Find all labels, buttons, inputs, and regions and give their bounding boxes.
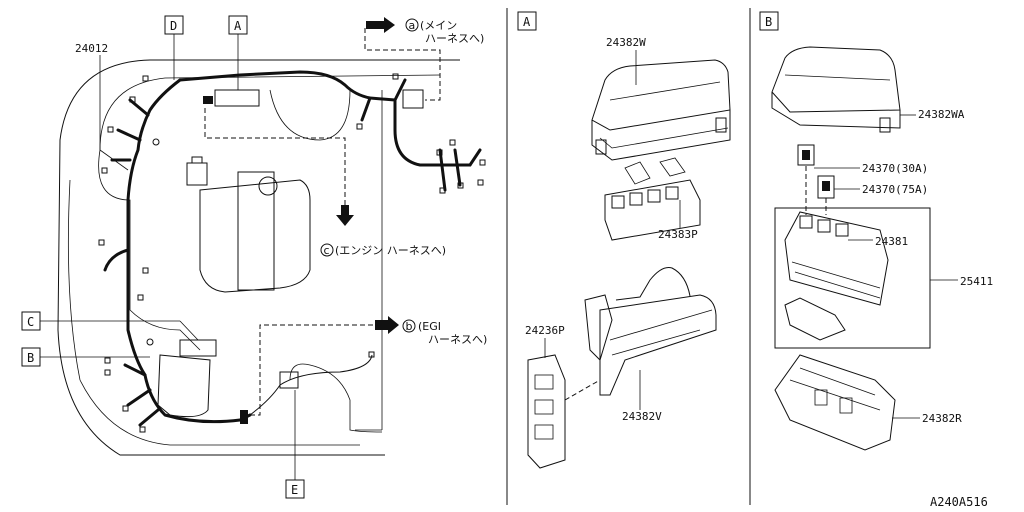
callout-d-label: D bbox=[170, 19, 177, 33]
dash-to-egi bbox=[250, 324, 375, 416]
section-b-label: B bbox=[765, 15, 772, 29]
arrow-engine bbox=[336, 205, 354, 226]
assembly-25411-box bbox=[774, 207, 931, 349]
battery bbox=[157, 354, 211, 418]
part-24383p: 24383P bbox=[658, 228, 698, 241]
connection-a-text-2: ハーネスへ) bbox=[425, 32, 484, 45]
bracket-24236p bbox=[527, 354, 566, 469]
connection-egi: b (EGI ハーネスへ) bbox=[402, 319, 487, 346]
arrow-main bbox=[366, 17, 395, 33]
section-b-box bbox=[759, 11, 779, 31]
connection-c-symbol-circle bbox=[320, 243, 334, 257]
part-24370-75a: 24370(75A) bbox=[862, 183, 928, 196]
connection-c-symbol: c bbox=[324, 244, 330, 257]
callout-a-label: A bbox=[234, 19, 242, 33]
bracket-dash bbox=[564, 379, 601, 401]
reference-code: A240A516 bbox=[930, 495, 988, 509]
fuse-cover-24382wa bbox=[771, 46, 901, 133]
grommet-e bbox=[279, 371, 299, 389]
engine-block bbox=[199, 179, 311, 293]
dash-to-engine bbox=[204, 108, 346, 205]
part-24382wa: 24382WA bbox=[918, 108, 965, 121]
body-outline bbox=[57, 59, 460, 456]
harness-thin-wire bbox=[249, 354, 373, 416]
arrow-egi bbox=[375, 316, 399, 334]
fuse-bracket-24382r bbox=[774, 354, 896, 451]
harness-branch-1 bbox=[103, 98, 150, 272]
harness-part-leader-2 bbox=[99, 149, 129, 171]
callout-e-label: E bbox=[291, 483, 298, 497]
relay-box bbox=[402, 89, 424, 109]
fuse-dash bbox=[805, 166, 827, 215]
connector-block bbox=[203, 96, 213, 104]
engine-cap bbox=[258, 176, 278, 196]
harness-branch-3 bbox=[123, 363, 160, 427]
section-a: A 24382W 24383P 24 bbox=[517, 11, 731, 469]
fuse-block-24383p bbox=[604, 157, 701, 241]
harness-main-wire bbox=[178, 70, 472, 167]
connection-engine: c (エンジン ハーネスへ) bbox=[320, 243, 446, 257]
strut-tower bbox=[269, 89, 351, 141]
connection-a-symbol: a bbox=[409, 19, 416, 32]
connection-a-text-1: (メイン bbox=[420, 19, 457, 32]
part-24381: 24381 bbox=[875, 235, 908, 248]
connection-b-symbol: b bbox=[406, 320, 413, 333]
section-a-label: A bbox=[523, 15, 531, 29]
main-view: 24012 D A C B E a (メイン ハーネスへ) bbox=[21, 15, 487, 499]
fuse-75a bbox=[817, 175, 835, 199]
body-outline-inner bbox=[98, 74, 441, 351]
fuse-block-24381 bbox=[784, 211, 889, 306]
reservoir bbox=[186, 162, 208, 186]
harness-part-label: 24012 bbox=[75, 42, 108, 55]
connection-b-symbol-circle bbox=[402, 319, 416, 333]
callout-c-label: C bbox=[27, 315, 34, 329]
part-24382r: 24382R bbox=[922, 412, 962, 425]
reservoir-cap bbox=[191, 156, 203, 164]
harness-branch-4 bbox=[360, 78, 407, 122]
fuse-30a bbox=[797, 144, 815, 166]
harness-left-wire bbox=[126, 78, 252, 424]
connection-main: a (メイン ハーネスへ) bbox=[405, 18, 484, 45]
section-b: B 24382WA 24370(30A) 24370(75A) bbox=[759, 11, 993, 451]
callout-c-leader-2 bbox=[179, 320, 199, 341]
part-24382v: 24382V bbox=[622, 410, 662, 423]
part-24370-30a: 24370(30A) bbox=[862, 162, 928, 175]
part-25411: 25411 bbox=[960, 275, 993, 288]
fuse-box-location bbox=[214, 89, 260, 107]
connection-c-text-1: (エンジン ハーネスへ) bbox=[335, 244, 446, 257]
connector-block-2 bbox=[240, 410, 248, 424]
callout-b-label: B bbox=[27, 351, 34, 365]
harness-branch-2 bbox=[438, 148, 482, 192]
wheel-housing bbox=[289, 363, 383, 433]
fuse-clip bbox=[784, 297, 846, 341]
connection-a-symbol-circle bbox=[405, 18, 419, 32]
fuse-housing-24382v bbox=[584, 267, 717, 396]
part-24236p: 24236P bbox=[525, 324, 565, 337]
fuse-cover-24382w bbox=[591, 59, 731, 161]
part-24382w: 24382W bbox=[606, 36, 646, 49]
body-outline-inner2 bbox=[67, 179, 360, 446]
connection-b-text-1: (EGI bbox=[418, 320, 441, 333]
connection-b-text-2: ハーネスへ) bbox=[428, 333, 487, 346]
dash-to-main bbox=[364, 28, 441, 101]
connector-ends bbox=[98, 73, 486, 433]
engine-intake bbox=[237, 171, 275, 291]
section-a-box bbox=[517, 11, 537, 31]
